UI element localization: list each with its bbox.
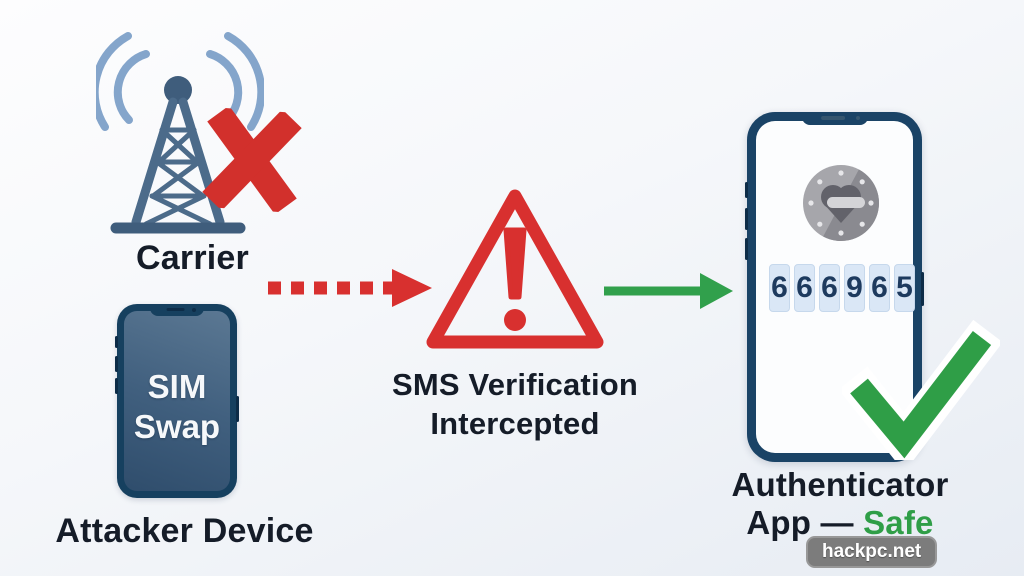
sim-swap-text: SIM Swap (133, 368, 221, 445)
checkmark-icon (842, 320, 1000, 460)
authenticator-label: Authenticator (731, 466, 949, 503)
app-label-prefix: App — (746, 504, 864, 541)
warning-triangle-icon (426, 189, 604, 349)
otp-digit: 6 (819, 264, 840, 312)
attacker-phone-screen: SIM Swap (124, 311, 230, 491)
attacker-phone: SIM Swap (115, 304, 239, 498)
phone-speaker (820, 116, 845, 120)
otp-digit: 5 (894, 264, 915, 312)
phone-camera (855, 115, 860, 120)
phone-side-button (745, 182, 748, 198)
phone-side-button (115, 378, 118, 394)
attacker-device-label: Attacker Device (55, 512, 314, 550)
red-x-icon (202, 106, 302, 214)
otp-digit: 6 (794, 264, 815, 312)
phone-side-button (115, 336, 118, 348)
otp-digit: 6 (869, 264, 890, 312)
phone-side-button (745, 208, 748, 230)
phone-side-button (921, 272, 924, 306)
intercepted-label: Intercepted (430, 406, 600, 441)
phone-speaker (166, 308, 185, 311)
phone-camera (192, 307, 196, 312)
phone-notch (150, 304, 204, 316)
green-arrow-icon (604, 273, 733, 309)
sms-verification-label: SMS Verification (391, 367, 639, 402)
watermark-badge: hackpc.net (806, 536, 938, 568)
otp-digit: 9 (844, 264, 865, 312)
otp-code: 6 6 6 9 6 5 (769, 264, 915, 312)
carrier-label: Carrier (136, 239, 249, 277)
phone-side-button (115, 356, 118, 372)
cell-tower-icon (96, 32, 264, 234)
signal-waves-icon (96, 32, 264, 131)
authenticator-app-icon (803, 165, 879, 241)
phone-side-button (236, 396, 239, 422)
otp-digit: 6 (769, 264, 790, 312)
phone-notch (801, 112, 868, 125)
dashed-arrow-icon (268, 269, 432, 307)
safe-label: Safe (863, 504, 934, 541)
phone-side-button (745, 238, 748, 260)
authenticator-safe-label: App — Safe (690, 504, 990, 542)
